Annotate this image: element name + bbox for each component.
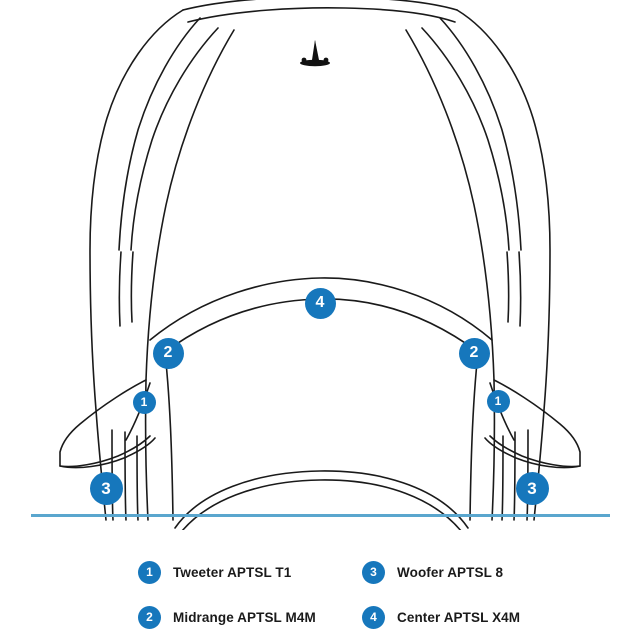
ground-reference-line bbox=[31, 514, 610, 517]
legend-badge-4: 4 bbox=[362, 605, 385, 629]
wheel-line-left-3 bbox=[136, 435, 139, 521]
fender-notch-left-of-right bbox=[506, 251, 510, 323]
a-pillar-left-lower bbox=[164, 351, 174, 521]
fender-notch-right bbox=[518, 251, 522, 327]
marker-label: 2 bbox=[163, 344, 173, 361]
hood-front-curve-outer bbox=[174, 470, 469, 529]
marker-3-left[interactable]: 3 bbox=[89, 471, 123, 505]
side-mirror-right-arm bbox=[489, 382, 515, 441]
side-mirror-left-housing bbox=[59, 379, 151, 468]
marker-label: 1 bbox=[494, 394, 502, 408]
marker-label: 2 bbox=[469, 344, 479, 361]
legend-badge-3: 3 bbox=[362, 560, 385, 584]
windshield-top-edge bbox=[149, 277, 493, 341]
marker-3-right[interactable]: 3 bbox=[515, 471, 549, 505]
legend-label-woofer: Woofer APTSL 8 bbox=[397, 564, 504, 580]
legend-badge-2: 2 bbox=[138, 605, 161, 629]
legend-item-woofer[interactable]: 3 Woofer APTSL 8 bbox=[362, 559, 503, 585]
marker-2-right[interactable]: 2 bbox=[458, 337, 490, 369]
a-pillar-right-lower bbox=[469, 351, 479, 521]
marker-label: 4 bbox=[315, 294, 325, 311]
marker-1-left[interactable]: 1 bbox=[132, 390, 156, 414]
hood-ornament-icon bbox=[300, 40, 330, 67]
wheel-line-right-3 bbox=[501, 435, 504, 521]
hood-shoulder-right bbox=[405, 29, 496, 521]
roof-inner-edge bbox=[187, 7, 456, 23]
legend-item-tweeter[interactable]: 1 Tweeter APTSL T1 bbox=[138, 559, 291, 585]
roof-crease-right-inner bbox=[421, 27, 510, 251]
legend-label-midrange: Midrange APTSL M4M bbox=[173, 609, 316, 625]
roof-crease-left-outer bbox=[118, 17, 201, 251]
side-mirror-right-bottom bbox=[484, 437, 581, 469]
marker-2-left[interactable]: 2 bbox=[152, 337, 184, 369]
wheel-line-right-2 bbox=[513, 431, 516, 521]
legend: 1 Tweeter APTSL T1 2 Midrange APTSL M4M … bbox=[0, 545, 640, 640]
roof-crease-right-outer bbox=[439, 17, 522, 251]
legend-item-center[interactable]: 4 Center APTSL X4M bbox=[362, 604, 520, 630]
marker-label: 3 bbox=[527, 478, 537, 498]
legend-label-center: Center APTSL X4M bbox=[397, 609, 521, 625]
side-mirror-right-housing bbox=[489, 379, 581, 468]
side-mirror-left-bottom bbox=[59, 437, 156, 469]
fender-notch-left bbox=[118, 251, 122, 327]
marker-label: 3 bbox=[101, 478, 111, 498]
marker-label: 1 bbox=[140, 395, 148, 409]
wheel-line-left-2 bbox=[124, 431, 127, 521]
legend-badge-1: 1 bbox=[138, 560, 161, 584]
side-mirror-left-arm bbox=[125, 382, 151, 441]
marker-4-center[interactable]: 4 bbox=[304, 287, 336, 319]
body-outline-right bbox=[456, 9, 551, 521]
roof-crease-left-inner bbox=[130, 27, 219, 251]
legend-label-tweeter: Tweeter APTSL T1 bbox=[173, 564, 292, 580]
body-outline-left bbox=[89, 9, 184, 521]
roof-front-edge bbox=[182, 0, 458, 11]
fender-notch-right-of-left bbox=[130, 251, 134, 323]
legend-item-midrange[interactable]: 2 Midrange APTSL M4M bbox=[138, 604, 316, 630]
hood-front-curve-inner bbox=[181, 479, 462, 530]
hood-shoulder-left bbox=[144, 29, 235, 521]
marker-1-right[interactable]: 1 bbox=[486, 389, 510, 413]
car-outline-illustration bbox=[59, 0, 581, 530]
